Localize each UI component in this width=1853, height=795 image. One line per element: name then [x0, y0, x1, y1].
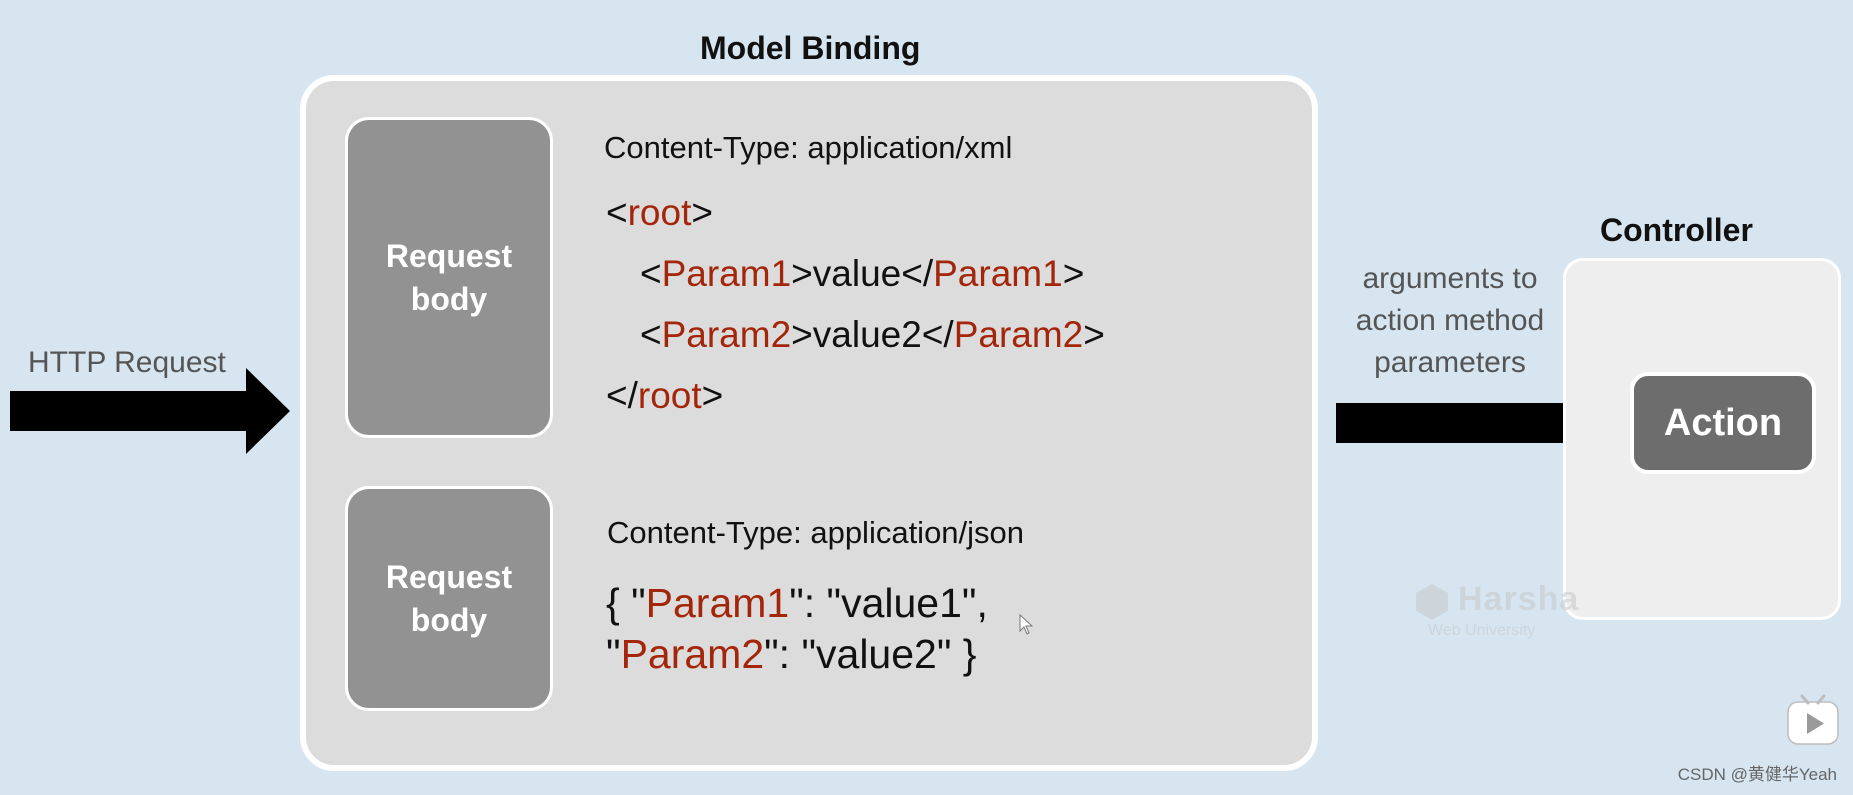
request-body-label: Request body [385, 558, 513, 638]
http-request-label: HTTP Request [28, 346, 226, 379]
http-request-arrow [10, 368, 290, 454]
xml-line-param1: <Param1>value</Param1> [640, 253, 1085, 294]
request-body-box-xml: Request body [345, 117, 553, 438]
json-content-type: Content-Type: application/json [607, 515, 1025, 550]
watermark-sub-text: Web University [1428, 622, 1536, 639]
harsha-logo-icon [1416, 584, 1448, 620]
action-box: Action [1630, 372, 1816, 474]
json-line-2: "Param2": "value2" } [606, 631, 977, 677]
mouse-cursor-icon [1019, 614, 1034, 635]
controller-title: Controller [1600, 212, 1753, 248]
xml-content-type: Content-Type: application/xml [604, 130, 1013, 165]
harsha-watermark: Harsha Web University [1408, 578, 1583, 642]
watermark-main-text: Harsha [1458, 580, 1580, 618]
xml-line-root-open: <root> [606, 192, 713, 233]
xml-line-root-close: </root> [606, 375, 724, 416]
json-line-1: { "Param1": "value1", [606, 580, 988, 626]
xml-line-param2: <Param2>value2</Param2> [640, 314, 1105, 355]
video-play-icon[interactable] [1786, 694, 1840, 746]
request-body-label: Request body [385, 237, 513, 317]
model-binding-title: Model Binding [700, 30, 921, 66]
arguments-label: arguments to action method parameters [1355, 262, 1545, 379]
csdn-credit: CSDN @黄健华Yeah [1677, 765, 1837, 784]
request-body-box-json: Request body [345, 486, 553, 711]
arguments-arrow [1336, 380, 1636, 466]
